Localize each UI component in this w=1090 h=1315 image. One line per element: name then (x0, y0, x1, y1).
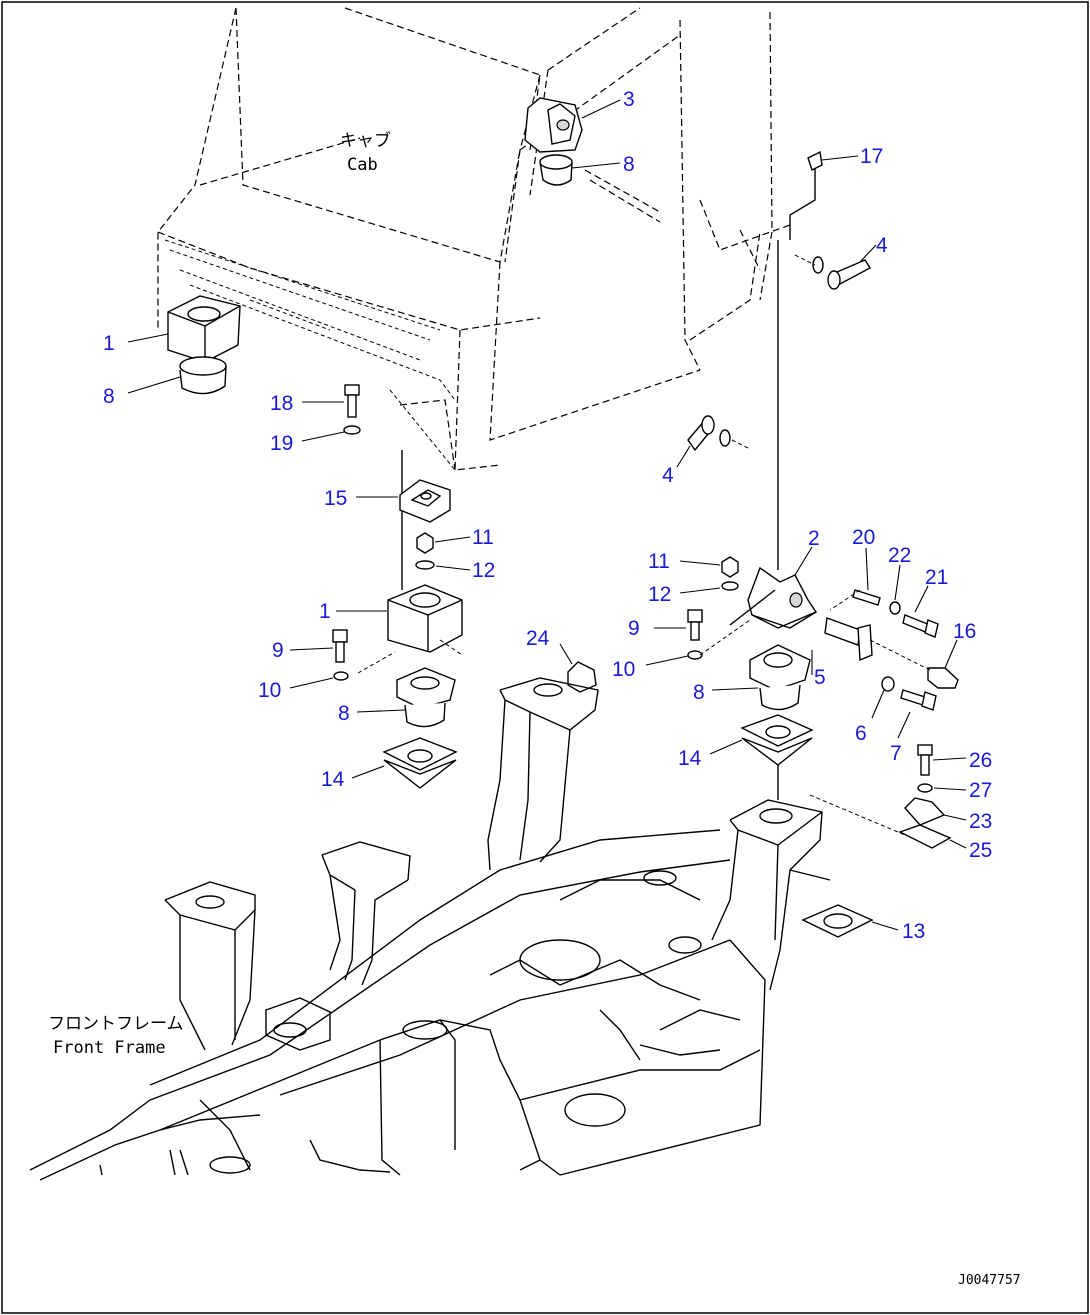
front-frame (29, 677, 831, 1181)
pin-5 (824, 617, 873, 662)
bolt-9-right (687, 609, 703, 641)
callout-14-left: 14 (321, 768, 345, 791)
callout-10-left: 10 (258, 679, 281, 702)
cab-mount-left-lower (387, 584, 463, 653)
callout-16: 16 (953, 620, 976, 643)
callout-7: 7 (890, 742, 902, 765)
leader-lines (127, 99, 967, 931)
washer-12-right (721, 581, 739, 591)
bracket-23 (904, 797, 946, 826)
washer-10-left (333, 671, 349, 681)
callout-3: 3 (623, 88, 635, 111)
bolt-21 (902, 614, 939, 638)
bracket-15 (399, 479, 451, 523)
callout-21: 21 (925, 566, 948, 589)
callout-14-right: 14 (678, 747, 702, 770)
washer-19 (343, 425, 361, 435)
pin-4-upper (794, 254, 871, 290)
washer-22 (889, 601, 901, 615)
bolt-26 (917, 744, 933, 776)
callout-12-left: 12 (472, 559, 495, 582)
callout-9-right: 9 (628, 617, 640, 640)
callout-1-lower: 1 (319, 600, 331, 623)
washer-10-right (687, 650, 703, 660)
bolt-7 (900, 689, 937, 711)
rubber-mount-8-left (396, 667, 456, 728)
bolt-18 (344, 384, 360, 418)
callout-5: 5 (814, 666, 826, 689)
front-frame-label-en: Front Frame (53, 1038, 166, 1058)
drawing-code: J0047757 (958, 1273, 1021, 1288)
washer-27 (917, 783, 933, 793)
bolt-17 (789, 150, 823, 240)
callout-6: 6 (855, 722, 867, 745)
callout-4-upper: 4 (876, 234, 888, 257)
callout-19: 19 (270, 432, 293, 455)
callout-8-left-lower: 8 (338, 702, 350, 725)
callout-27: 27 (969, 779, 992, 802)
callout-1-upper: 1 (103, 332, 115, 355)
callout-24: 24 (526, 627, 550, 650)
callout-22: 22 (888, 544, 911, 567)
callout-18: 18 (270, 392, 293, 415)
callout-8-right: 8 (693, 681, 705, 704)
cab-mount-left-upper (167, 295, 241, 395)
callout-25: 25 (969, 839, 992, 862)
callout-23: 23 (969, 810, 992, 833)
pin-4-lower (687, 415, 749, 452)
shim-14-right (740, 714, 814, 766)
callout-13: 13 (902, 920, 925, 943)
callout-10-right: 10 (612, 658, 635, 681)
cab-label-jp: キャブ (340, 130, 391, 151)
callout-12-right: 12 (648, 583, 671, 606)
rubber-mount-8-right (749, 644, 811, 711)
washer-12-left (415, 560, 435, 570)
cab-mount-right-2 (747, 566, 817, 629)
shim-13 (801, 904, 874, 938)
callout-8-upper-left: 8 (103, 385, 115, 408)
callout-4-lower: 4 (662, 464, 674, 487)
callout-11-right: 11 (648, 550, 670, 573)
nut-11-left (416, 532, 434, 554)
washer-6 (881, 676, 895, 692)
plate-25 (898, 824, 952, 849)
front-frame-label-jp: フロントフレーム (48, 1014, 184, 1034)
callout-2: 2 (808, 527, 820, 550)
callout-20: 20 (852, 526, 875, 549)
cab-outline (157, 7, 791, 471)
callout-numbers: 1 8 3 8 17 4 18 19 4 15 11 12 1 9 10 8 1… (103, 88, 992, 943)
cab-label-en: Cab (347, 155, 378, 175)
callout-17: 17 (860, 145, 883, 168)
bolt-9-left (332, 629, 348, 663)
callout-11-left: 11 (472, 526, 494, 549)
callout-26: 26 (969, 749, 992, 772)
cab-mount-rear-upper (524, 97, 583, 186)
shim-14-left (382, 737, 458, 789)
nut-11-right (721, 556, 739, 578)
assembly-lines (357, 589, 906, 836)
callout-15: 15 (324, 487, 347, 510)
callout-9-left: 9 (272, 639, 284, 662)
bracket-24 (567, 661, 597, 693)
callout-8-upper-rear: 8 (623, 153, 635, 176)
